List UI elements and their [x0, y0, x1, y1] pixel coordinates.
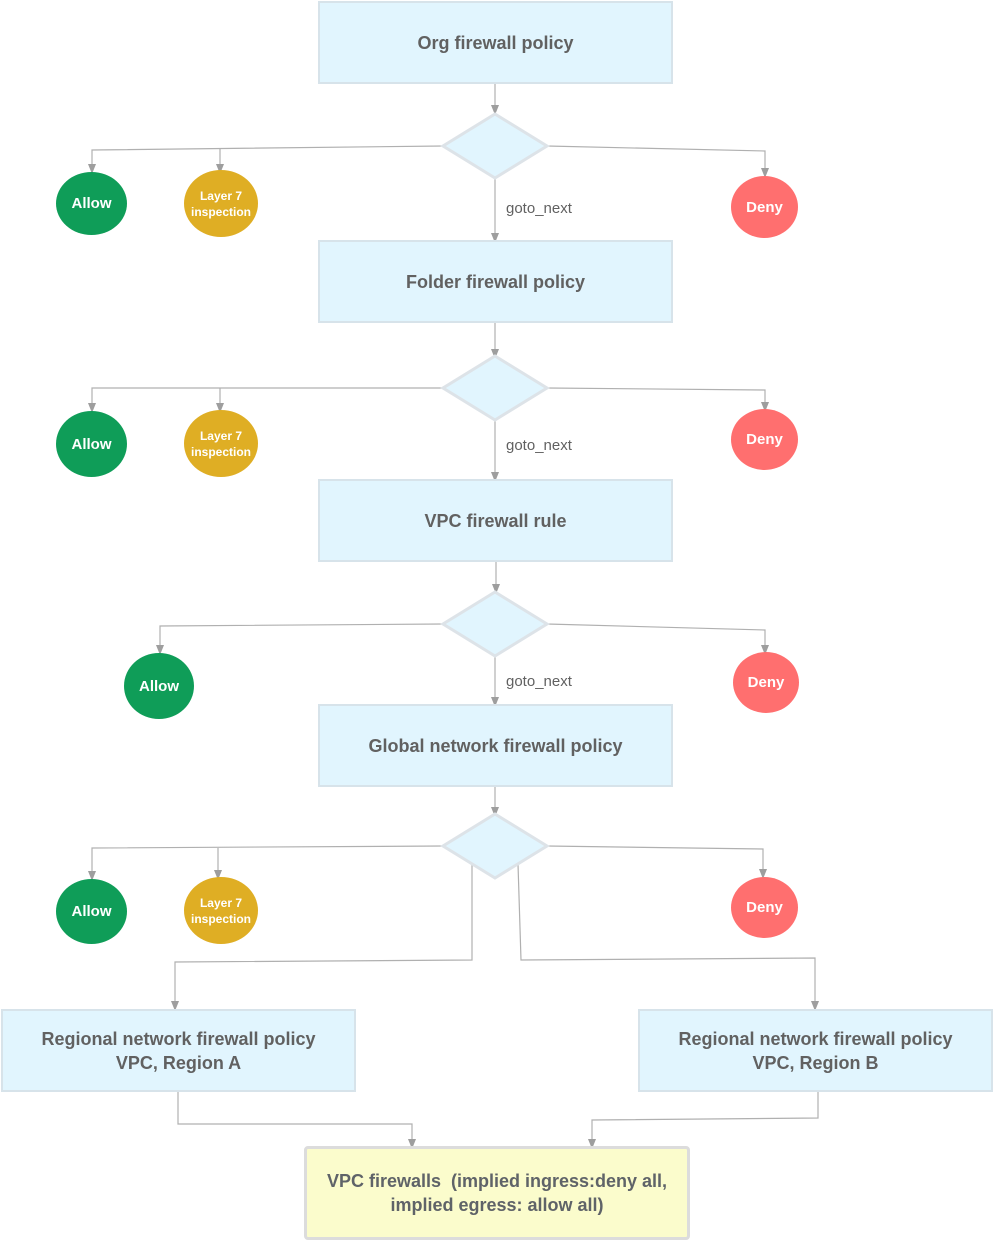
layer7-label-line1: Layer 7 — [199, 428, 242, 443]
allow-label: Allow — [71, 435, 112, 453]
folder-firewall-policy-box: Folder firewall policy — [318, 240, 673, 323]
global-network-firewall-policy-label: Global network firewall policy — [368, 735, 623, 756]
goto-next-label-2: goto_next — [506, 437, 572, 454]
layer7-label-line2: inspection — [190, 204, 251, 219]
deny-label: Deny — [746, 431, 783, 448]
arrow-regional-a-to-final — [177, 1092, 416, 1149]
allow-circle-1: Allow — [56, 172, 127, 235]
arrow-to-deny-3 — [546, 623, 769, 655]
deny-circle-2: Deny — [731, 409, 798, 470]
decision-diamond-folder — [440, 354, 550, 422]
vpc-firewalls-line1: VPC firewalls (implied ingress:deny all, — [326, 1171, 668, 1191]
deny-label: Deny — [747, 674, 785, 691]
vpc-firewall-rule-box: VPC firewall rule — [318, 479, 673, 562]
deny-label: Deny — [746, 198, 783, 216]
decision-diamond-vpc-rule — [440, 590, 550, 658]
deny-circle-4: Deny — [731, 877, 798, 938]
allow-label: Allow — [139, 677, 179, 695]
folder-firewall-policy-label: Folder firewall policy — [405, 271, 586, 292]
deny-label: Deny — [746, 899, 783, 916]
layer7-label-line1: Layer 7 — [199, 895, 242, 910]
arrow-to-deny-2 — [546, 387, 769, 412]
regional-policy-a-line2: VPC, Region A — [115, 1052, 242, 1073]
regional-policy-a-line1: Regional network firewall policy — [41, 1028, 316, 1049]
arrow-to-allow-1 — [88, 145, 444, 174]
allow-circle-4: Allow — [56, 879, 127, 944]
regional-policy-b-line2: VPC, Region B — [752, 1052, 879, 1073]
decision-diamond-global — [440, 812, 550, 880]
arrow-to-deny-1 — [546, 145, 769, 178]
decision-diamond-org — [440, 112, 550, 180]
goto-next-label-1: goto_next — [506, 200, 572, 217]
allow-circle-3: Allow — [124, 653, 194, 719]
arrow-to-deny-4 — [546, 845, 767, 879]
layer7-inspection-circle-2: Layer 7 inspection — [184, 410, 258, 477]
arrow-regional-b-to-final — [588, 1092, 819, 1149]
layer7-inspection-circle-4: Layer 7 inspection — [184, 877, 258, 944]
org-firewall-policy-box: Org firewall policy — [318, 1, 673, 84]
layer7-label-line1: Layer 7 — [199, 188, 242, 203]
arrow-to-allow-4 — [88, 845, 444, 881]
arrow-to-regional-a — [171, 862, 473, 1011]
org-firewall-policy-label: Org firewall policy — [417, 32, 574, 53]
allow-label: Allow — [71, 195, 112, 212]
deny-circle-1: Deny — [731, 176, 798, 238]
arrow-to-regional-b — [517, 863, 819, 1011]
vpc-firewalls-line2: implied egress: allow all) — [390, 1195, 604, 1215]
vpc-firewall-rule-label: VPC firewall rule — [424, 510, 567, 531]
global-network-firewall-policy-box: Global network firewall policy — [318, 704, 673, 787]
allow-circle-2: Allow — [56, 411, 127, 477]
arrow-to-allow-3 — [156, 623, 444, 655]
regional-policy-region-b-box: Regional network firewall policy VPC, Re… — [638, 1009, 993, 1092]
goto-next-label-3: goto_next — [506, 673, 572, 690]
layer7-label-line2: inspection — [190, 911, 251, 926]
layer7-inspection-circle-1: Layer 7 inspection — [184, 170, 258, 237]
deny-circle-3: Deny — [733, 652, 799, 713]
vpc-firewalls-implied-box: VPC firewalls (implied ingress:deny all,… — [304, 1146, 690, 1240]
arrow-to-allow-2 — [88, 387, 443, 413]
regional-policy-region-a-box: Regional network firewall policy VPC, Re… — [1, 1009, 356, 1092]
allow-label: Allow — [71, 903, 112, 920]
layer7-label-line2: inspection — [190, 444, 251, 459]
regional-policy-b-line1: Regional network firewall policy — [678, 1028, 953, 1049]
